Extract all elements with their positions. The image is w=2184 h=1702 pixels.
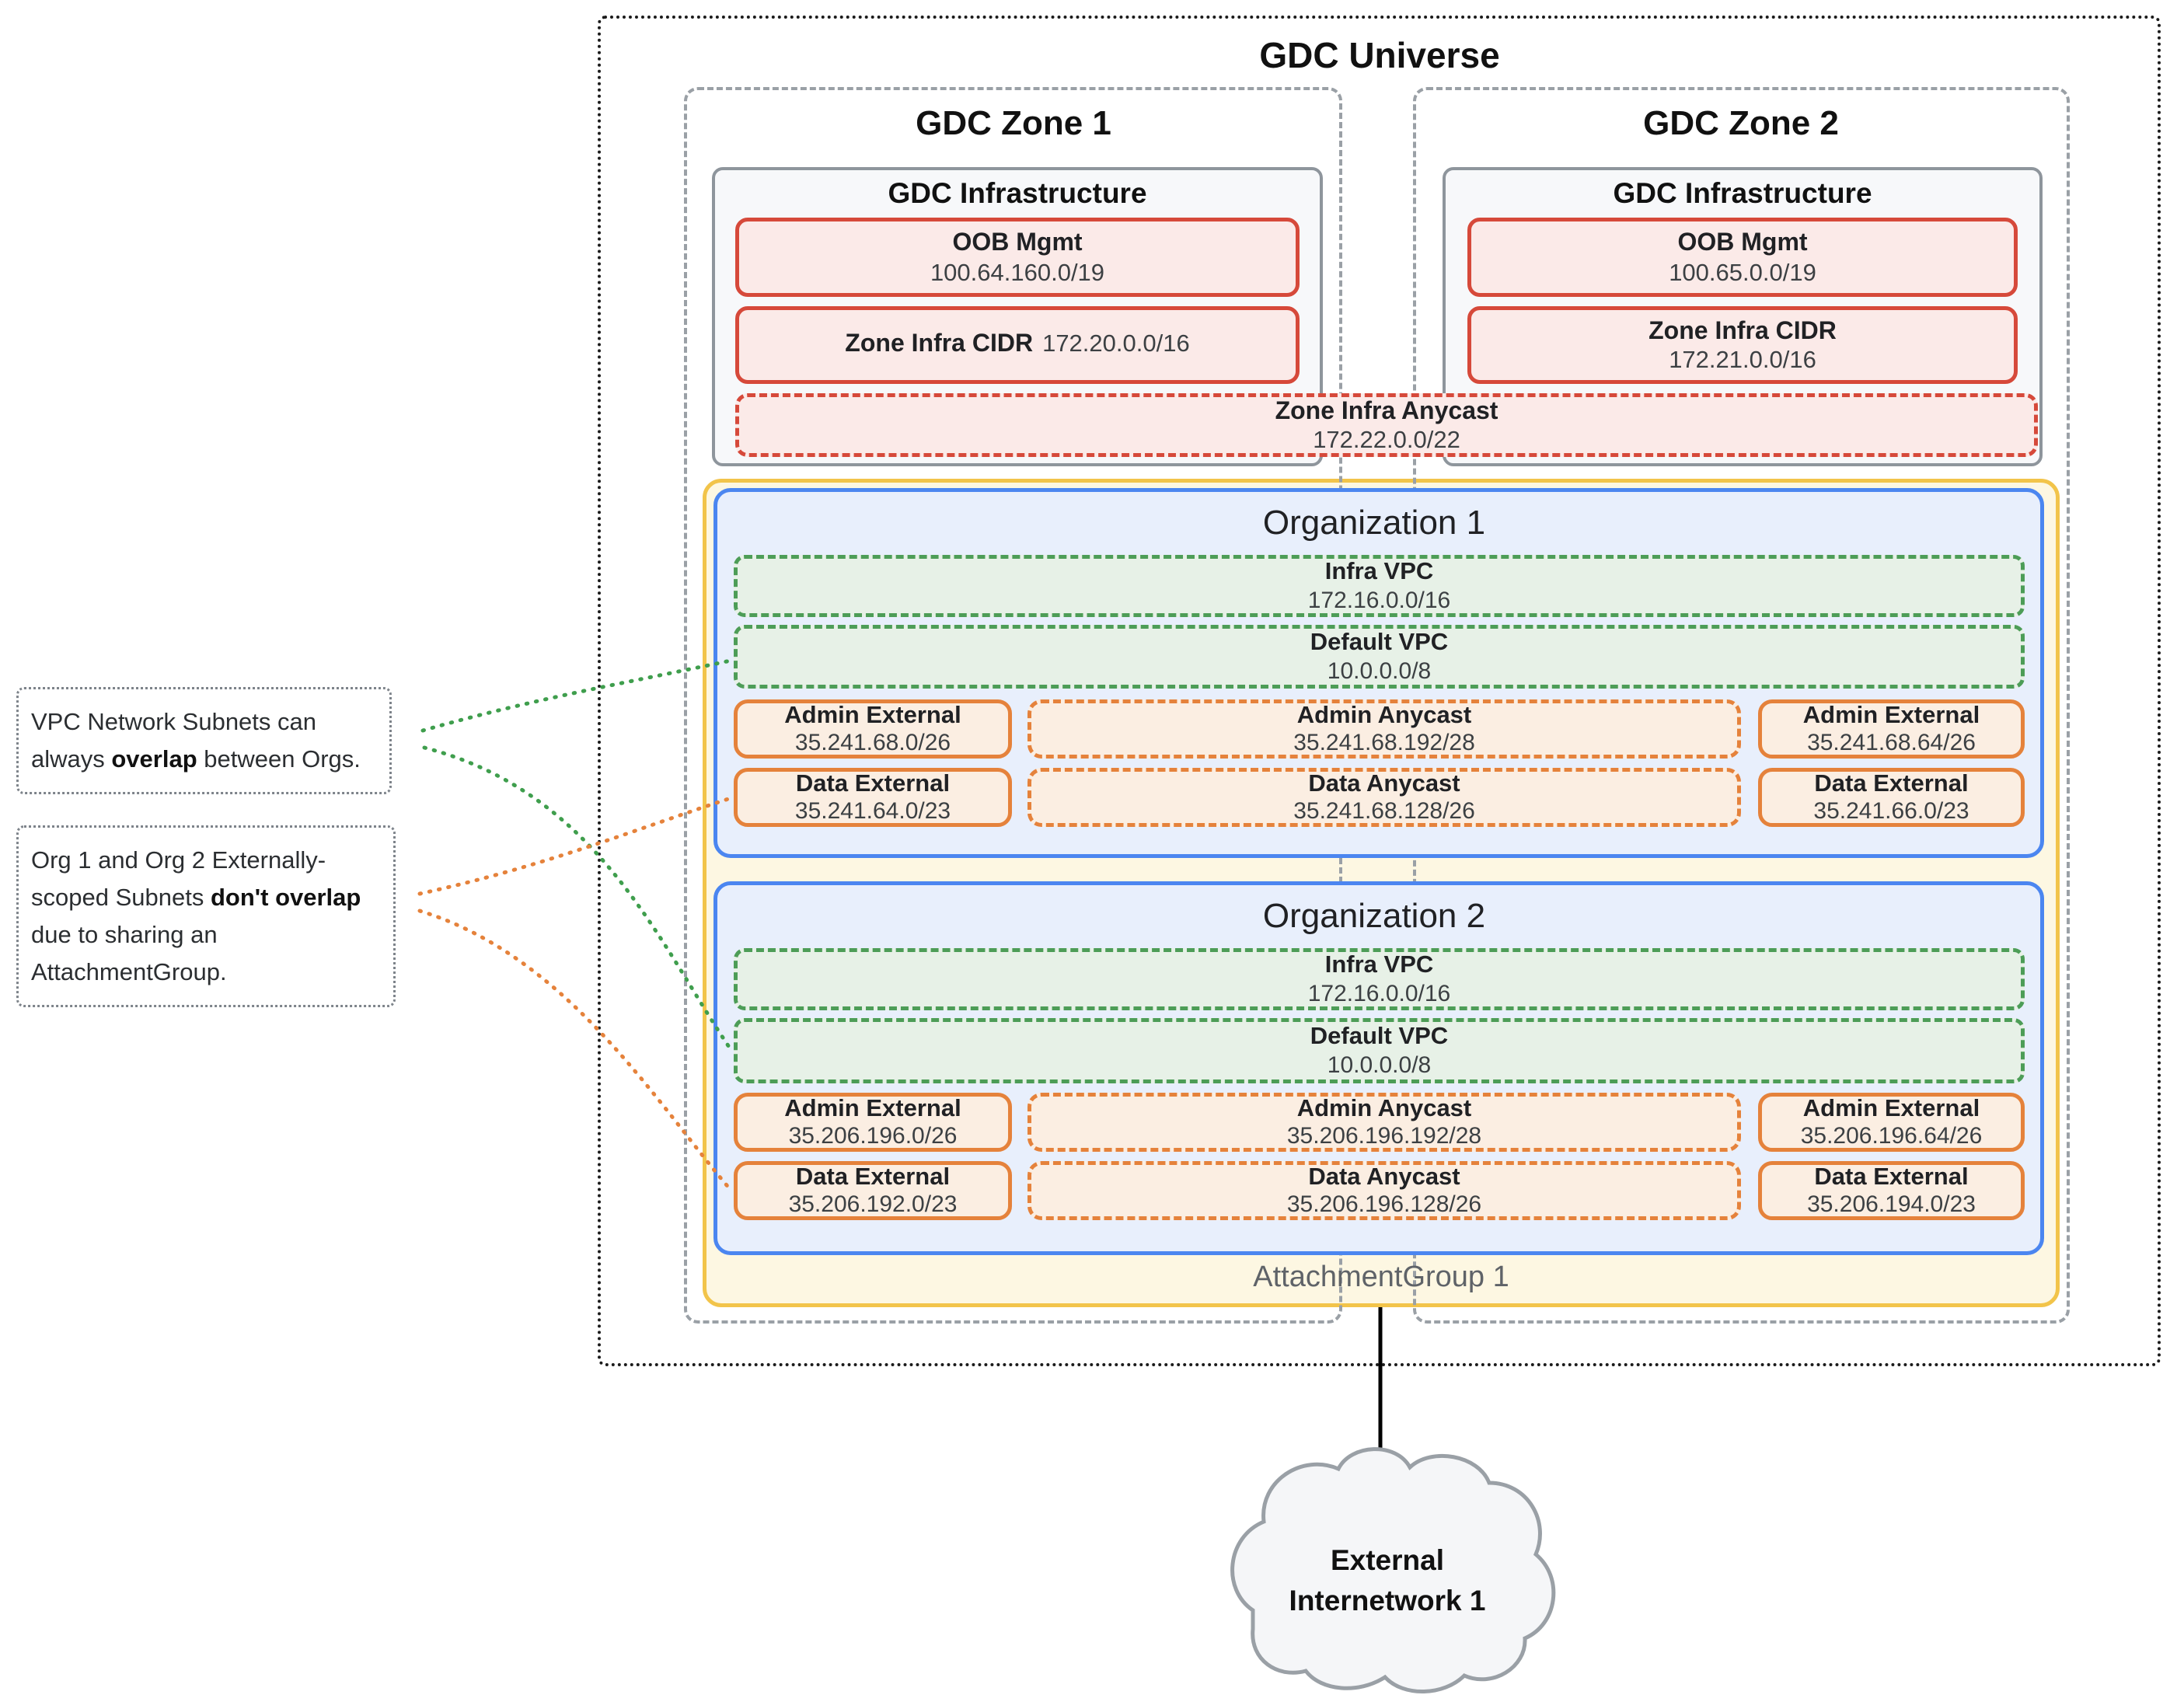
annotation-no-overlap-note: Org 1 and Org 2 Externally-scoped Subnet… [16, 825, 396, 1007]
org-2-admin-external-right-subnet: Admin External 35.206.196.64/26 [1758, 1093, 2025, 1152]
subnet-cidr: 100.64.160.0/19 [930, 259, 1105, 286]
subnet-label: Zone Infra CIDR [1648, 316, 1837, 344]
subnet-label: Data External [1814, 1163, 1969, 1190]
subnet-cidr: 35.206.196.192/28 [1286, 1123, 1482, 1149]
note-text: Org 1 and Org 2 Externally-scoped Subnet… [31, 846, 326, 911]
subnet-cidr: 35.206.196.128/26 [1286, 1191, 1482, 1217]
organization-1-title: Organization 1 [1262, 504, 1486, 542]
subnet-cidr: 35.241.68.192/28 [1293, 730, 1475, 755]
zone-2-title: GDC Zone 2 [1643, 104, 1839, 142]
subnet-cidr: 100.65.0.0/19 [1669, 259, 1816, 286]
attachment-group-label: AttachmentGroup 1 [1253, 1261, 1509, 1293]
note-text-bold: don't overlap [210, 884, 361, 911]
cloud-label-line1: External [1330, 1544, 1444, 1576]
subnet-cidr: 35.241.68.64/26 [1807, 730, 1976, 755]
zone-infra-anycast-subnet: Zone Infra Anycast 172.22.0.0/22 [735, 393, 2038, 457]
org-1-default-vpc: Default VPC 10.0.0.0/8 [734, 625, 2025, 689]
subnet-label: Admin Anycast [1296, 1094, 1472, 1121]
note-text: between Orgs. [197, 745, 361, 773]
zone-2-infrastructure-title: GDC Infrastructure [1613, 177, 1872, 209]
subnet-cidr: 172.21.0.0/16 [1669, 346, 1816, 373]
org-2-admin-anycast-subnet: Admin Anycast 35.206.196.192/28 [1027, 1093, 1741, 1152]
org-2-data-external-right-subnet: Data External 35.206.194.0/23 [1758, 1161, 2025, 1220]
subnet-label: Admin External [784, 1094, 961, 1121]
org-2-default-vpc: Default VPC 10.0.0.0/8 [734, 1018, 2025, 1083]
subnet-label: Zone Infra CIDR [845, 328, 1034, 357]
subnet-label: Data Anycast [1308, 1163, 1460, 1190]
org-2-infra-vpc: Infra VPC 172.16.0.0/16 [734, 948, 2025, 1010]
subnet-cidr: 172.22.0.0/22 [1313, 426, 1460, 453]
subnet-cidr: 35.241.66.0/23 [1813, 798, 1969, 824]
subnet-label: Admin External [1802, 1094, 1980, 1121]
subnet-label: Data External [1814, 769, 1969, 797]
subnet-cidr: 35.206.196.64/26 [1800, 1123, 1983, 1149]
org-1-data-external-right-subnet: Data External 35.241.66.0/23 [1758, 768, 2025, 827]
zone-1-oob-mgmt-subnet: OOB Mgmt 100.64.160.0/19 [735, 218, 1300, 297]
vpc-cidr: 10.0.0.0/8 [1327, 658, 1432, 684]
org-1-data-external-left-subnet: Data External 35.241.64.0/23 [734, 768, 1012, 827]
subnet-label: Data External [795, 769, 951, 797]
org-1-infra-vpc: Infra VPC 172.16.0.0/16 [734, 555, 2025, 617]
subnet-label: Admin External [1802, 701, 1980, 728]
subnet-text: Zone Infra CIDR 172.20.0.0/16 [845, 327, 1189, 364]
org-1-admin-external-right-subnet: Admin External 35.241.68.64/26 [1758, 699, 2025, 759]
subnet-label: OOB Mgmt [952, 228, 1083, 256]
note-text: due to sharing an AttachmentGroup. [31, 921, 227, 985]
annotation-overlap-note: VPC Network Subnets can always overlap b… [16, 687, 392, 794]
vpc-label: Default VPC [1310, 1022, 1449, 1049]
zone-1-infrastructure-title: GDC Infrastructure [888, 177, 1147, 209]
subnet-cidr: 35.241.64.0/23 [794, 798, 951, 824]
subnet-label: Admin Anycast [1296, 701, 1472, 728]
subnet-label: Admin External [784, 701, 961, 728]
org-1-data-anycast-subnet: Data Anycast 35.241.68.128/26 [1027, 768, 1741, 827]
external-internetwork-label: External Internetwork 1 [1244, 1540, 1531, 1621]
subnet-cidr: 35.241.68.0/26 [794, 730, 951, 755]
zone-2-oob-mgmt-subnet: OOB Mgmt 100.65.0.0/19 [1467, 218, 2018, 297]
vpc-cidr: 172.16.0.0/16 [1307, 588, 1451, 613]
subnet-label: Zone Infra Anycast [1275, 396, 1498, 424]
cloud-label-line2: Internetwork 1 [1289, 1585, 1486, 1617]
subnet-label: Data Anycast [1308, 769, 1460, 797]
vpc-label: Default VPC [1310, 628, 1449, 655]
org-2-data-anycast-subnet: Data Anycast 35.206.196.128/26 [1027, 1161, 1741, 1220]
subnet-cidr: 35.241.68.128/26 [1293, 798, 1475, 824]
subnet-cidr: 172.20.0.0/16 [1042, 329, 1190, 357]
note-text: VPC Network Subnets can always [31, 708, 317, 773]
subnet-cidr: 35.206.196.0/26 [788, 1123, 958, 1149]
zone-2-infra-cidr-subnet: Zone Infra CIDR 172.21.0.0/16 [1467, 306, 2018, 384]
vpc-label: Infra VPC [1324, 950, 1434, 978]
org-1-admin-anycast-subnet: Admin Anycast 35.241.68.192/28 [1027, 699, 1741, 759]
note-text-bold: overlap [111, 745, 197, 773]
zone-1-infra-cidr-subnet: Zone Infra CIDR 172.20.0.0/16 [735, 306, 1300, 384]
vpc-cidr: 10.0.0.0/8 [1327, 1052, 1432, 1078]
vpc-cidr: 172.16.0.0/16 [1307, 981, 1451, 1006]
organization-2-title: Organization 2 [1262, 897, 1486, 935]
subnet-cidr: 35.206.194.0/23 [1807, 1191, 1976, 1217]
org-1-admin-external-left-subnet: Admin External 35.241.68.0/26 [734, 699, 1012, 759]
universe-title: GDC Universe [1259, 35, 1500, 75]
zone-1-title: GDC Zone 1 [916, 104, 1111, 142]
org-2-admin-external-left-subnet: Admin External 35.206.196.0/26 [734, 1093, 1012, 1152]
subnet-label: Data External [795, 1163, 951, 1190]
vpc-label: Infra VPC [1324, 557, 1434, 584]
org-2-data-external-left-subnet: Data External 35.206.192.0/23 [734, 1161, 1012, 1220]
subnet-label: OOB Mgmt [1677, 228, 1808, 256]
subnet-cidr: 35.206.192.0/23 [788, 1191, 958, 1217]
